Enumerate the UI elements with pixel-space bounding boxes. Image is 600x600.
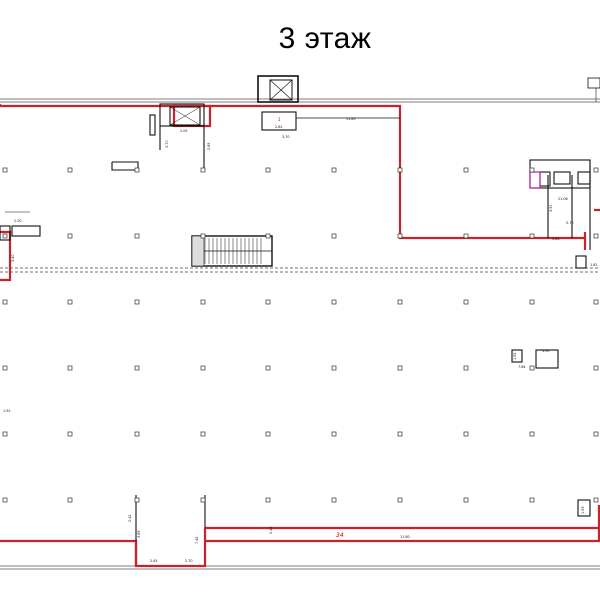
dim-label: 3.70 — [165, 140, 169, 148]
column-marker — [67, 365, 73, 371]
dim-label: 2.62 — [275, 125, 283, 129]
column-marker — [529, 431, 535, 437]
column-marker — [2, 365, 8, 371]
dim-label: 2.05 — [180, 129, 188, 133]
room-labels: 34 1 — [278, 117, 344, 539]
column-marker — [593, 431, 599, 437]
column-marker — [529, 299, 535, 305]
column-marker — [331, 497, 337, 503]
column-marker — [265, 365, 271, 371]
column-marker — [265, 497, 271, 503]
dim-label: 5.70 — [566, 221, 574, 225]
column-marker — [67, 233, 73, 239]
column-marker — [200, 431, 206, 437]
column-marker — [2, 497, 8, 503]
column-grid — [2, 167, 599, 503]
column-marker — [529, 497, 535, 503]
dim-label: 2.70 — [185, 559, 193, 563]
column-marker — [134, 299, 140, 305]
column-marker — [67, 167, 73, 173]
column-marker — [463, 167, 469, 173]
column-marker — [397, 299, 403, 305]
column-marker — [593, 299, 599, 305]
column-marker — [463, 299, 469, 305]
column-marker — [67, 431, 73, 437]
dim-label: 1.93 — [581, 506, 585, 514]
column-marker — [593, 167, 599, 173]
column-marker — [134, 233, 140, 239]
column-marker — [331, 365, 337, 371]
dim-label: 3.89 — [137, 530, 141, 538]
dim-label: 21.06 — [558, 197, 568, 201]
column-marker — [67, 299, 73, 305]
column-marker — [397, 167, 403, 173]
column-marker — [134, 167, 140, 173]
column-marker — [200, 167, 206, 173]
column-marker — [463, 431, 469, 437]
dim-label: 3.91 — [549, 204, 553, 212]
dim-label: 2.45 — [150, 559, 158, 563]
room-number: 1 — [278, 117, 281, 122]
magenta-room — [529, 171, 541, 189]
dimension-labels: 11.85 3.70 2.62 2.05 3.70 2.85 2.20 3.40… — [3, 117, 598, 563]
column-marker — [397, 431, 403, 437]
column-marker — [593, 365, 599, 371]
column-marker — [200, 497, 206, 503]
escalator — [191, 235, 273, 267]
column-marker — [529, 233, 535, 239]
column-marker — [200, 299, 206, 305]
column-marker — [593, 233, 599, 239]
column-marker — [529, 365, 535, 371]
column-marker — [397, 497, 403, 503]
column-marker — [265, 299, 271, 305]
column-marker — [200, 365, 206, 371]
dim-label: 11.60 — [400, 535, 410, 539]
column-marker — [265, 233, 271, 239]
column-marker — [463, 233, 469, 239]
column-marker — [593, 497, 599, 503]
interior-walls — [0, 103, 591, 541]
room-number: 34 — [336, 532, 344, 539]
column-marker — [134, 497, 140, 503]
top-shaft — [257, 75, 600, 103]
boundary-lines — [0, 104, 600, 568]
column-marker — [331, 431, 337, 437]
column-marker — [265, 167, 271, 173]
dim-label: 2.85 — [207, 142, 211, 150]
column-marker — [67, 497, 73, 503]
dim-label: 2.20 — [14, 219, 22, 223]
dim-label: 3.40 — [11, 254, 15, 262]
column-marker — [200, 233, 206, 239]
column-marker — [134, 365, 140, 371]
outer-walls — [0, 88, 600, 570]
column-marker — [397, 233, 403, 239]
column-marker — [463, 365, 469, 371]
dim-label: 11.85 — [346, 117, 356, 121]
dim-label: 7.64 — [518, 365, 526, 369]
dim-label: 3.70 — [282, 135, 290, 139]
dim-label: 5.83 — [552, 237, 560, 241]
column-marker — [2, 299, 8, 305]
column-marker — [2, 431, 8, 437]
column-marker — [529, 167, 535, 173]
dim-label: 1.92 — [3, 409, 11, 413]
dim-label: 3.90 — [542, 349, 550, 353]
column-marker — [397, 365, 403, 371]
column-marker — [463, 497, 469, 503]
dim-label: 7.45 — [195, 536, 199, 544]
column-marker — [2, 167, 8, 173]
corridor-lines — [0, 267, 600, 273]
dim-label: 1.92 — [513, 352, 517, 360]
dim-label: 2.42 — [269, 526, 273, 534]
column-marker — [331, 299, 337, 305]
column-marker — [331, 233, 337, 239]
floor-title: 3 этаж — [278, 22, 372, 55]
dim-label: 2.42 — [128, 514, 132, 522]
dim-label: 1.81 — [590, 263, 598, 267]
column-marker — [331, 167, 337, 173]
column-marker — [134, 431, 140, 437]
column-marker — [2, 233, 8, 239]
column-marker — [265, 431, 271, 437]
